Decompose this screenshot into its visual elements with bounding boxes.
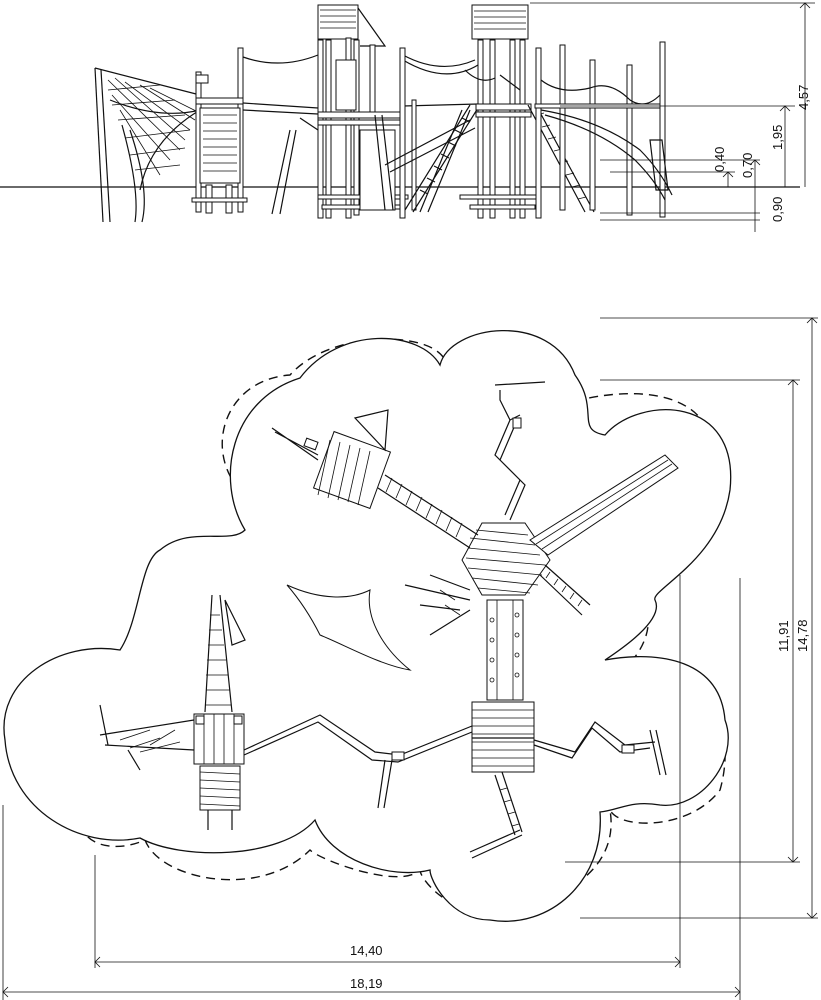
middle-tower: [271, 4, 409, 219]
lower-tower-ladder: [469, 771, 523, 859]
center-bridge-down: [486, 599, 524, 701]
elevation-dimensions: 4,57 1,95 0,70 0,40 0,90: [530, 2, 815, 232]
dim-inner-depth: 11,91: [776, 620, 791, 652]
dim-platform-high: 1,95: [770, 125, 785, 150]
dim-foundation-depth: 0,90: [770, 197, 785, 222]
dim-outer-depth: 14,78: [795, 619, 810, 652]
right-ladder-plan: [404, 564, 591, 636]
central-platform: [461, 522, 551, 596]
bridge-net-1: [242, 54, 319, 115]
sail-shade: [286, 584, 412, 671]
right-tower: [459, 4, 541, 219]
bridge-net-2: [399, 47, 479, 219]
dim-platform-low: 0,40: [712, 147, 727, 172]
upper-left-tower: [271, 409, 479, 549]
elevation-view: 4,57 1,95 0,70 0,40 0,90: [0, 2, 815, 232]
rope-traverse-left: [243, 714, 473, 809]
left-net-frame: [94, 67, 201, 223]
lower-center-tower: [471, 701, 535, 773]
middle-ladders: [384, 104, 479, 213]
rope-climber-top: [494, 381, 546, 521]
dim-outer-width: 18,19: [350, 976, 383, 991]
left-net-ramp: [99, 704, 195, 771]
slide-top-right: [529, 454, 679, 556]
right-ladder-slide: [527, 41, 673, 219]
left-vertical-ladder: [204, 594, 246, 713]
left-tower: [191, 47, 248, 214]
plan-dimensions: 11,91 14,78 14,40 18,19: [2, 317, 818, 1000]
plan-view: 11,91 14,78 14,40 18,19: [2, 317, 818, 1000]
rope-traverse-right: [533, 721, 667, 776]
dim-platform-mid: 0,70: [740, 153, 755, 178]
left-tower-plan: [193, 713, 245, 830]
dim-total-height: 4,57: [796, 85, 811, 110]
dim-inner-width: 14,40: [350, 943, 383, 958]
